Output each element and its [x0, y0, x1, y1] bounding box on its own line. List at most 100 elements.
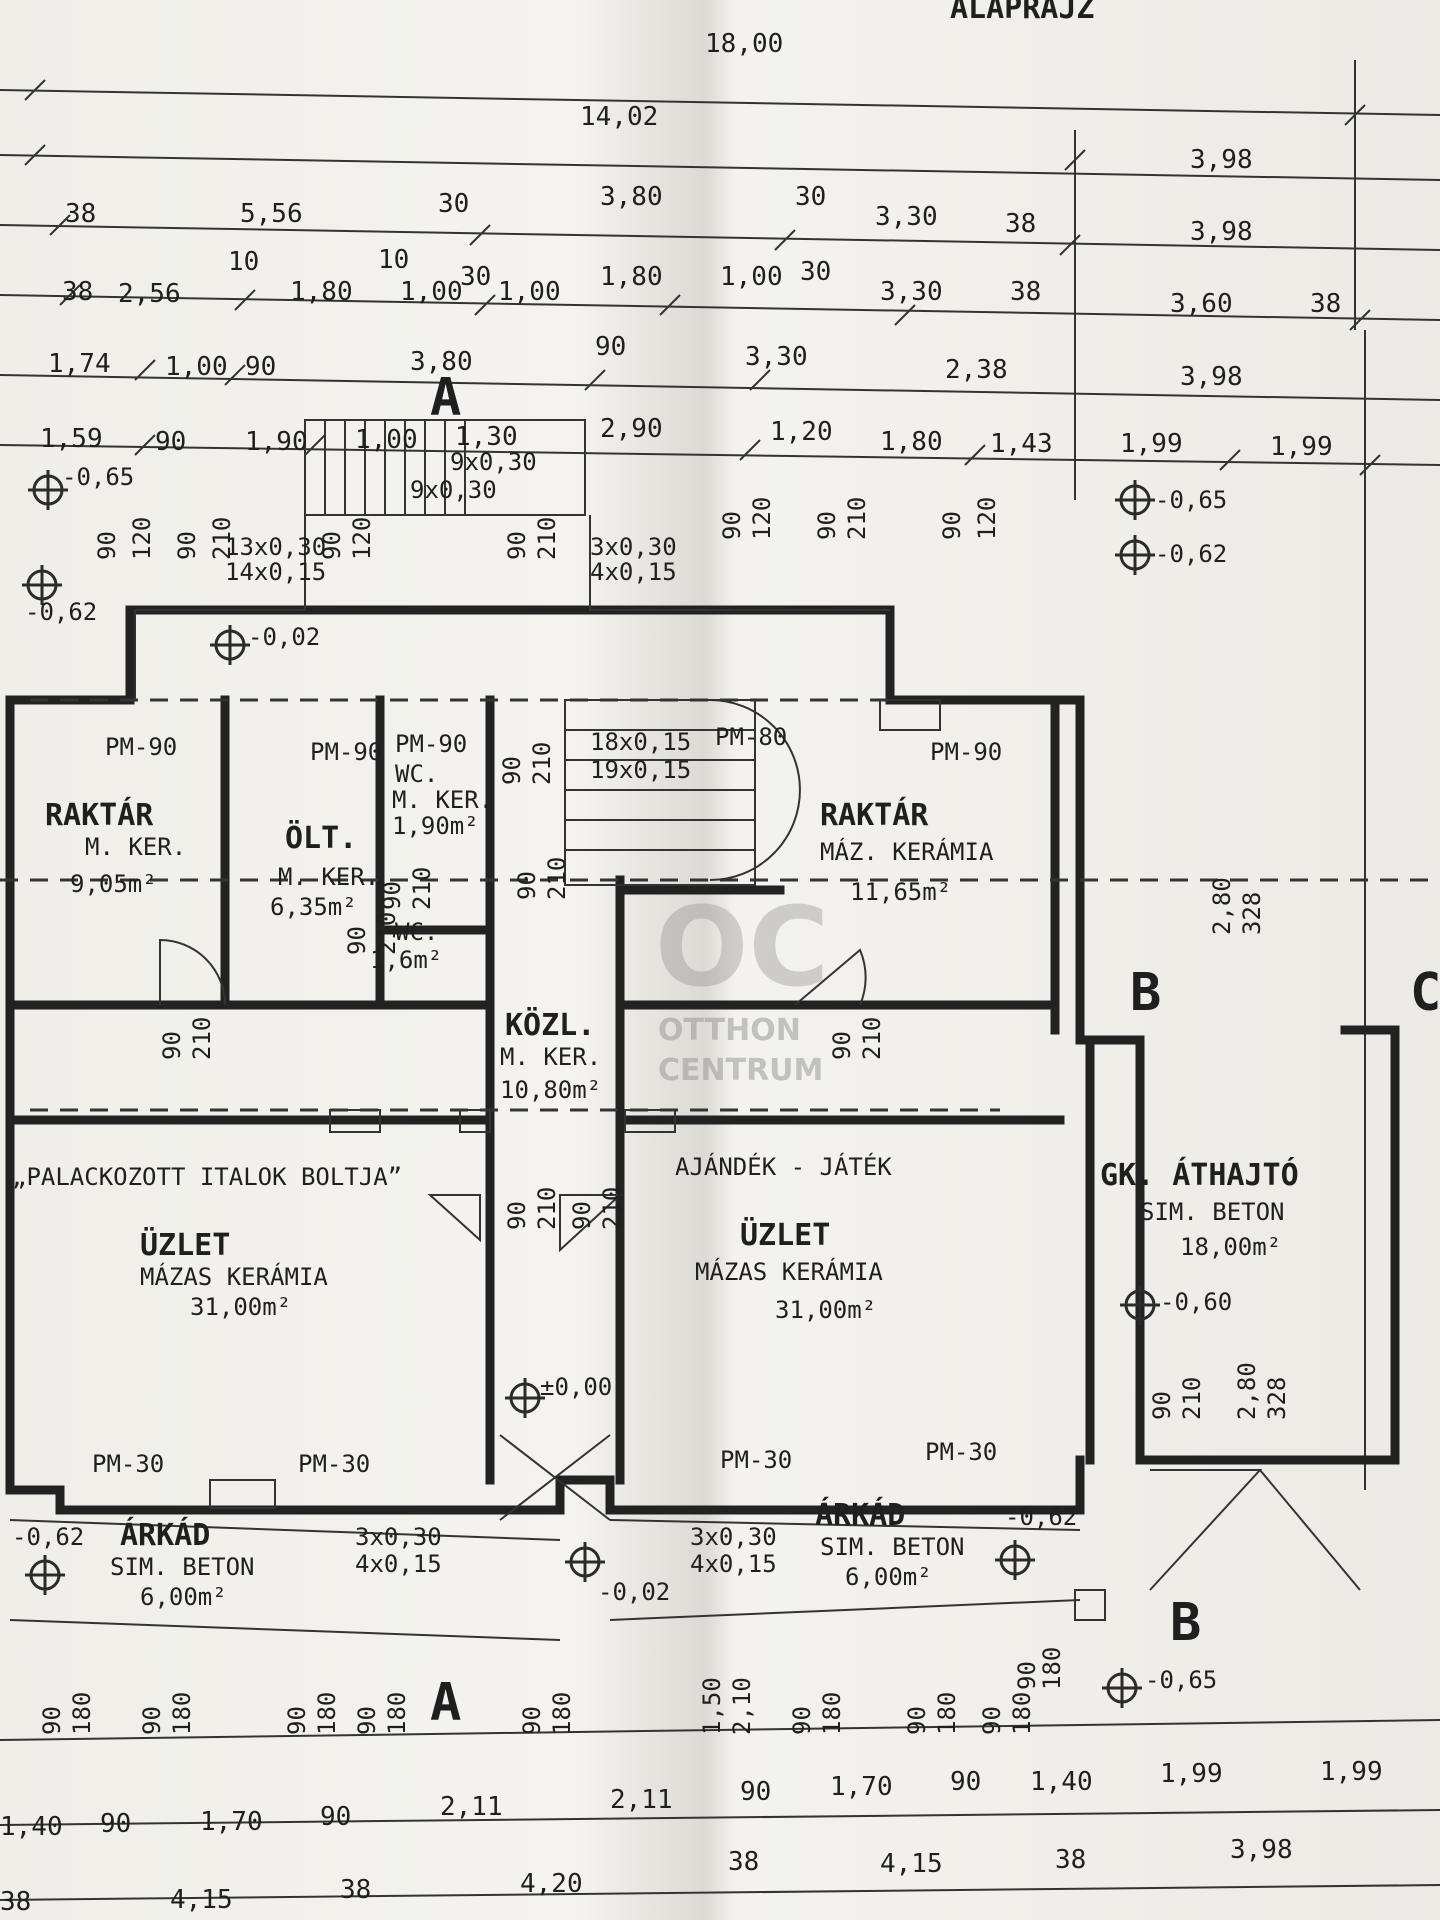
level-label: -0,62: [1155, 540, 1227, 568]
dim-text: 1,99: [1160, 1759, 1223, 1789]
dim-text: 2,38: [945, 355, 1008, 385]
stair-label: 3x0,30: [690, 1523, 777, 1551]
door-dim-text: 328: [1238, 892, 1266, 935]
stair-label: 9x0,30: [410, 476, 497, 504]
room-area: 31,00m²: [775, 1296, 876, 1324]
door-dim-text: 90: [1148, 1391, 1176, 1420]
dim-text: 1,99: [1320, 1757, 1383, 1787]
dim-text: 3,30: [875, 202, 938, 232]
door-dim-text: 180: [68, 1692, 96, 1735]
dim-text: 30: [460, 262, 491, 292]
door-dim-text: 90: [378, 881, 406, 910]
level-label: ±0,00: [540, 1373, 612, 1401]
dim-text: 1,70: [830, 1772, 893, 1802]
interior-walls: [5, 695, 1095, 1485]
door-dim-text: 180: [933, 1692, 961, 1735]
dim-text: 30: [795, 182, 826, 212]
door-dim-text: 90: [788, 1706, 816, 1735]
door-dim-text: 210: [188, 1017, 216, 1060]
dim-text: 1,43: [990, 429, 1053, 459]
dim-text: 38: [62, 277, 93, 307]
dim-text: 90: [245, 352, 276, 382]
window-markers: [209, 699, 1106, 1621]
room-name: ÜZLET: [740, 1216, 830, 1253]
bottom-dimension-texts: 1,40 90 1,70 90 2,11 2,11 90 1,70 90 1,4…: [0, 1757, 1383, 1917]
dim-text: 3,98: [1230, 1835, 1293, 1865]
dim-text: 3,30: [745, 342, 808, 372]
room-area: 6,35m²: [270, 893, 357, 921]
dim-text: 14,02: [580, 102, 658, 132]
room-floor: SIM. BETON: [820, 1533, 965, 1561]
room-floor: MÁZ. KERÁMIA: [820, 837, 994, 866]
door-dim-text: 90: [503, 531, 531, 560]
dim-text: 3,80: [600, 182, 663, 212]
door-dim-text: 1,50: [698, 1677, 726, 1735]
door-dim-text: 180: [1008, 1692, 1036, 1735]
dim-text: 2,56: [118, 279, 181, 309]
dim-text: 3,98: [1190, 217, 1253, 247]
dim-text: 1,99: [1120, 429, 1183, 459]
top-dimension-lines: [0, 60, 1440, 1490]
room-floor: SIM. BETON: [1140, 1198, 1285, 1226]
dim-text: 1,74: [48, 349, 111, 379]
door-dim-text: 120: [128, 517, 156, 560]
watermark-line1: OTTHON: [658, 1013, 801, 1048]
section-mark-a-top: A: [430, 368, 461, 428]
dim-text: 3,98: [1190, 145, 1253, 175]
dim-text: 1,80: [880, 427, 943, 457]
door-dim-text: 90: [978, 1706, 1006, 1735]
door-dim-text: 210: [598, 1187, 626, 1230]
door-dim-text: 210: [543, 857, 571, 900]
dim-text: 38: [0, 1887, 31, 1917]
level-label: -0,62: [12, 1523, 84, 1551]
door-dim-text: 210: [843, 497, 871, 540]
room-area: 11,65m²: [850, 878, 951, 906]
door-dim-text: 2,80: [1233, 1362, 1261, 1420]
dim-text: 1,00: [720, 262, 783, 292]
door-dim-text: 2,80: [1208, 877, 1236, 935]
dim-text: 1,00: [165, 352, 228, 382]
window-label: PM-90: [395, 730, 467, 758]
dim-text: 38: [1005, 209, 1036, 239]
dim-text: 1,80: [600, 262, 663, 292]
dim-text: 90: [155, 427, 186, 457]
level-labels: -0,65 -0,62 -0,02 -0,65 -0,62 -0,60 ±0,0…: [12, 463, 1232, 1694]
dim-text: 30: [800, 257, 831, 287]
room-area: 6,00m²: [140, 1583, 227, 1611]
window-label: PM-30: [925, 1438, 997, 1466]
window-labels: PM-90 PM-90 PM-90 PM-80 PM-90 PM-30 PM-3…: [92, 723, 1002, 1478]
dim-text: 1,00: [400, 277, 463, 307]
dim-text: 3,60: [1170, 289, 1233, 319]
shop-note: AJÁNDÉK - JÁTÉK: [675, 1152, 892, 1181]
drawing-title: ALAPRAJZ: [950, 0, 1095, 26]
door-dim-text: 90: [903, 1706, 931, 1735]
door-dim-text: 210: [1178, 1377, 1206, 1420]
door-dim-text: 120: [973, 497, 1001, 540]
room-floor: M. KER.: [85, 833, 186, 861]
dim-text: 38: [1310, 289, 1341, 319]
door-dim-text: 90: [568, 1201, 596, 1230]
door-dim-text: 90: [498, 756, 526, 785]
window-label: PM-80: [715, 723, 787, 751]
dim-text: 10: [228, 247, 259, 277]
section-mark-b-bottom: B: [1170, 1593, 1201, 1653]
room-floor: SIM. BETON: [110, 1553, 255, 1581]
room-name: ÖLT.: [285, 819, 357, 856]
dim-text: 38: [1010, 277, 1041, 307]
dim-text: 1,00: [498, 277, 561, 307]
dim-text: 1,30: [455, 422, 518, 452]
dim-text: 3,30: [880, 277, 943, 307]
dim-text: 1,70: [200, 1807, 263, 1837]
door-dim-text: 210: [533, 517, 561, 560]
room-area: 1,6m²: [370, 946, 442, 974]
door-dim-text: 210: [533, 1187, 561, 1230]
dim-text: 38: [1055, 1845, 1086, 1875]
stair-label: 9x0,30: [450, 448, 537, 476]
dim-text: 1,99: [1270, 432, 1333, 462]
door-dim-text: 210: [408, 867, 436, 910]
dim-text: 1,40: [0, 1812, 63, 1842]
door-dim-text: 120: [748, 497, 776, 540]
stair-label: 14x0,15: [225, 558, 326, 586]
